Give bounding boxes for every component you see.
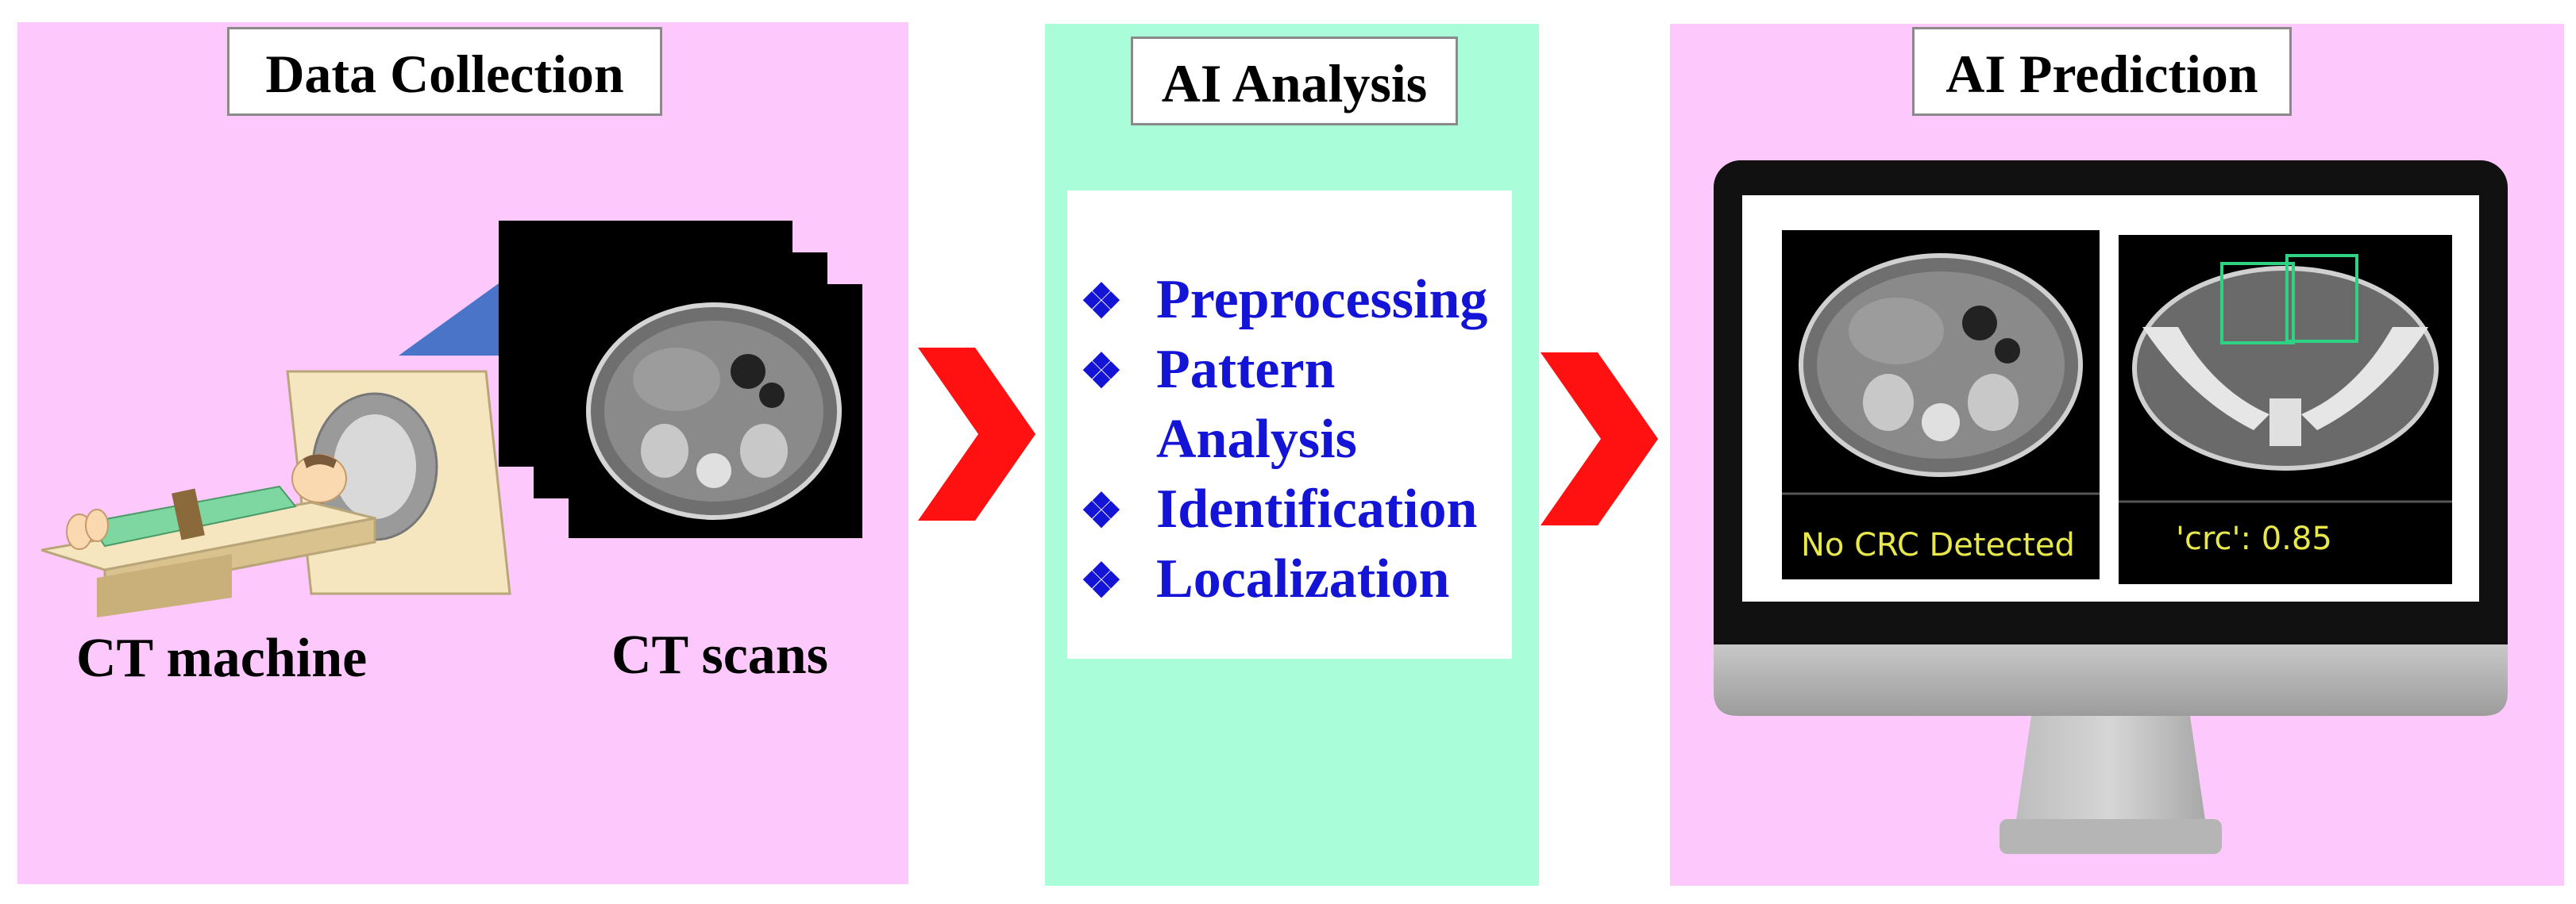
diamond-bullet-icon: ❖ [1080, 345, 1123, 398]
ct-scans-stack [399, 221, 862, 538]
ai-analysis-title: AI Analysis [1131, 37, 1458, 125]
step-identification: ❖Identification [1080, 475, 1477, 546]
ai-prediction-panel: AI Prediction [1670, 24, 2564, 886]
ai-analysis-panel: AI Analysis ❖Preprocessing ❖Pattern Anal… [1045, 24, 1539, 886]
flow-arrow-1 [918, 348, 1035, 521]
diamond-bullet-icon: ❖ [1080, 555, 1123, 607]
step-localization: ❖Localization [1080, 544, 1449, 616]
ai-prediction-title: AI Prediction [1912, 27, 2292, 116]
scan-no-crc: No CRC Detected [1782, 230, 2100, 579]
step-pattern-continued: Analysis [1156, 409, 1357, 470]
ct-machine-label: CT machine [76, 628, 368, 689]
ct-machine-illustration [41, 370, 511, 617]
ct-scans-label: CT scans [611, 625, 828, 686]
step-preprocessing: ❖Preprocessing [1080, 265, 1487, 337]
monitor-illustration: No CRC Detected 'crc': 0.85 [1714, 160, 2508, 854]
scan-crc-detected: 'crc': 0.85 [2119, 235, 2452, 584]
data-collection-panel: Data Collection CT machine CT scans [17, 22, 908, 884]
data-collection-title: Data Collection [227, 27, 662, 116]
left-scan-result-text: No CRC Detected [1801, 527, 2075, 564]
diamond-bullet-icon: ❖ [1080, 485, 1123, 537]
analysis-steps-box: ❖Preprocessing ❖Pattern Analysis ❖Identi… [1067, 190, 1512, 659]
diamond-bullet-icon: ❖ [1080, 275, 1123, 328]
right-scan-result-text: 'crc': 0.85 [2176, 521, 2332, 557]
step-pattern: ❖Pattern [1080, 335, 1335, 406]
flow-arrow-2 [1541, 352, 1658, 525]
